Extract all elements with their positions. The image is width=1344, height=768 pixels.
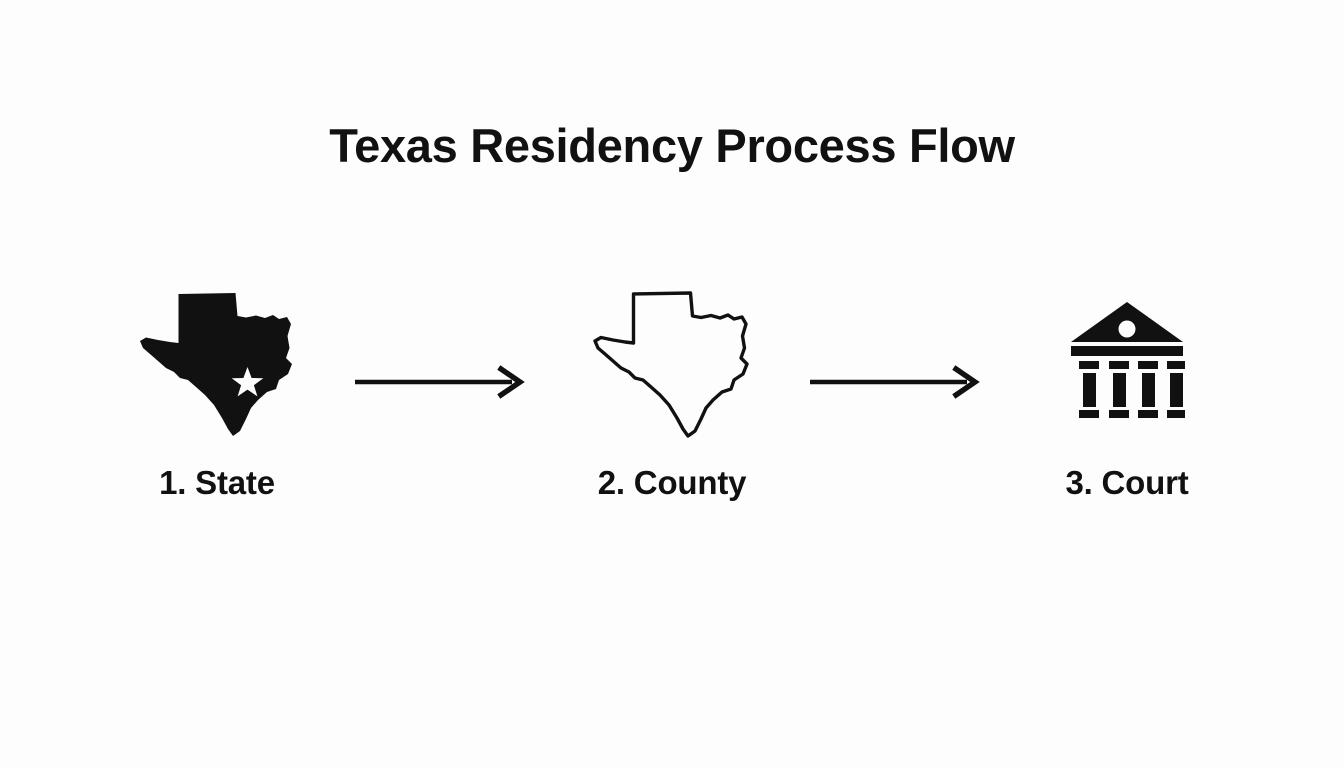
arrow-right-icon	[810, 365, 980, 399]
page-title: Texas Residency Process Flow	[329, 119, 1015, 172]
flow-step-county-icon-box	[542, 280, 802, 445]
flow-step-court-label: 3. Court	[1065, 464, 1189, 501]
flow-step-court-icon-box	[997, 280, 1257, 445]
texas-state-filled-icon	[140, 292, 292, 436]
process-flow-row: 1. State 2. County	[0, 280, 1344, 550]
flow-step-county[interactable]: 2. County	[542, 280, 802, 503]
texas-state-outline-icon	[593, 290, 749, 438]
arrow-right-icon	[355, 365, 525, 399]
flow-step-state[interactable]: 1. State	[87, 280, 347, 503]
courthouse-icon	[1071, 301, 1185, 418]
flow-step-court[interactable]: 3. Court	[997, 280, 1257, 503]
flow-step-state-label: 1. State	[159, 464, 275, 501]
flow-step-county-label: 2. County	[597, 464, 747, 501]
flow-step-state-icon-box	[87, 280, 347, 445]
